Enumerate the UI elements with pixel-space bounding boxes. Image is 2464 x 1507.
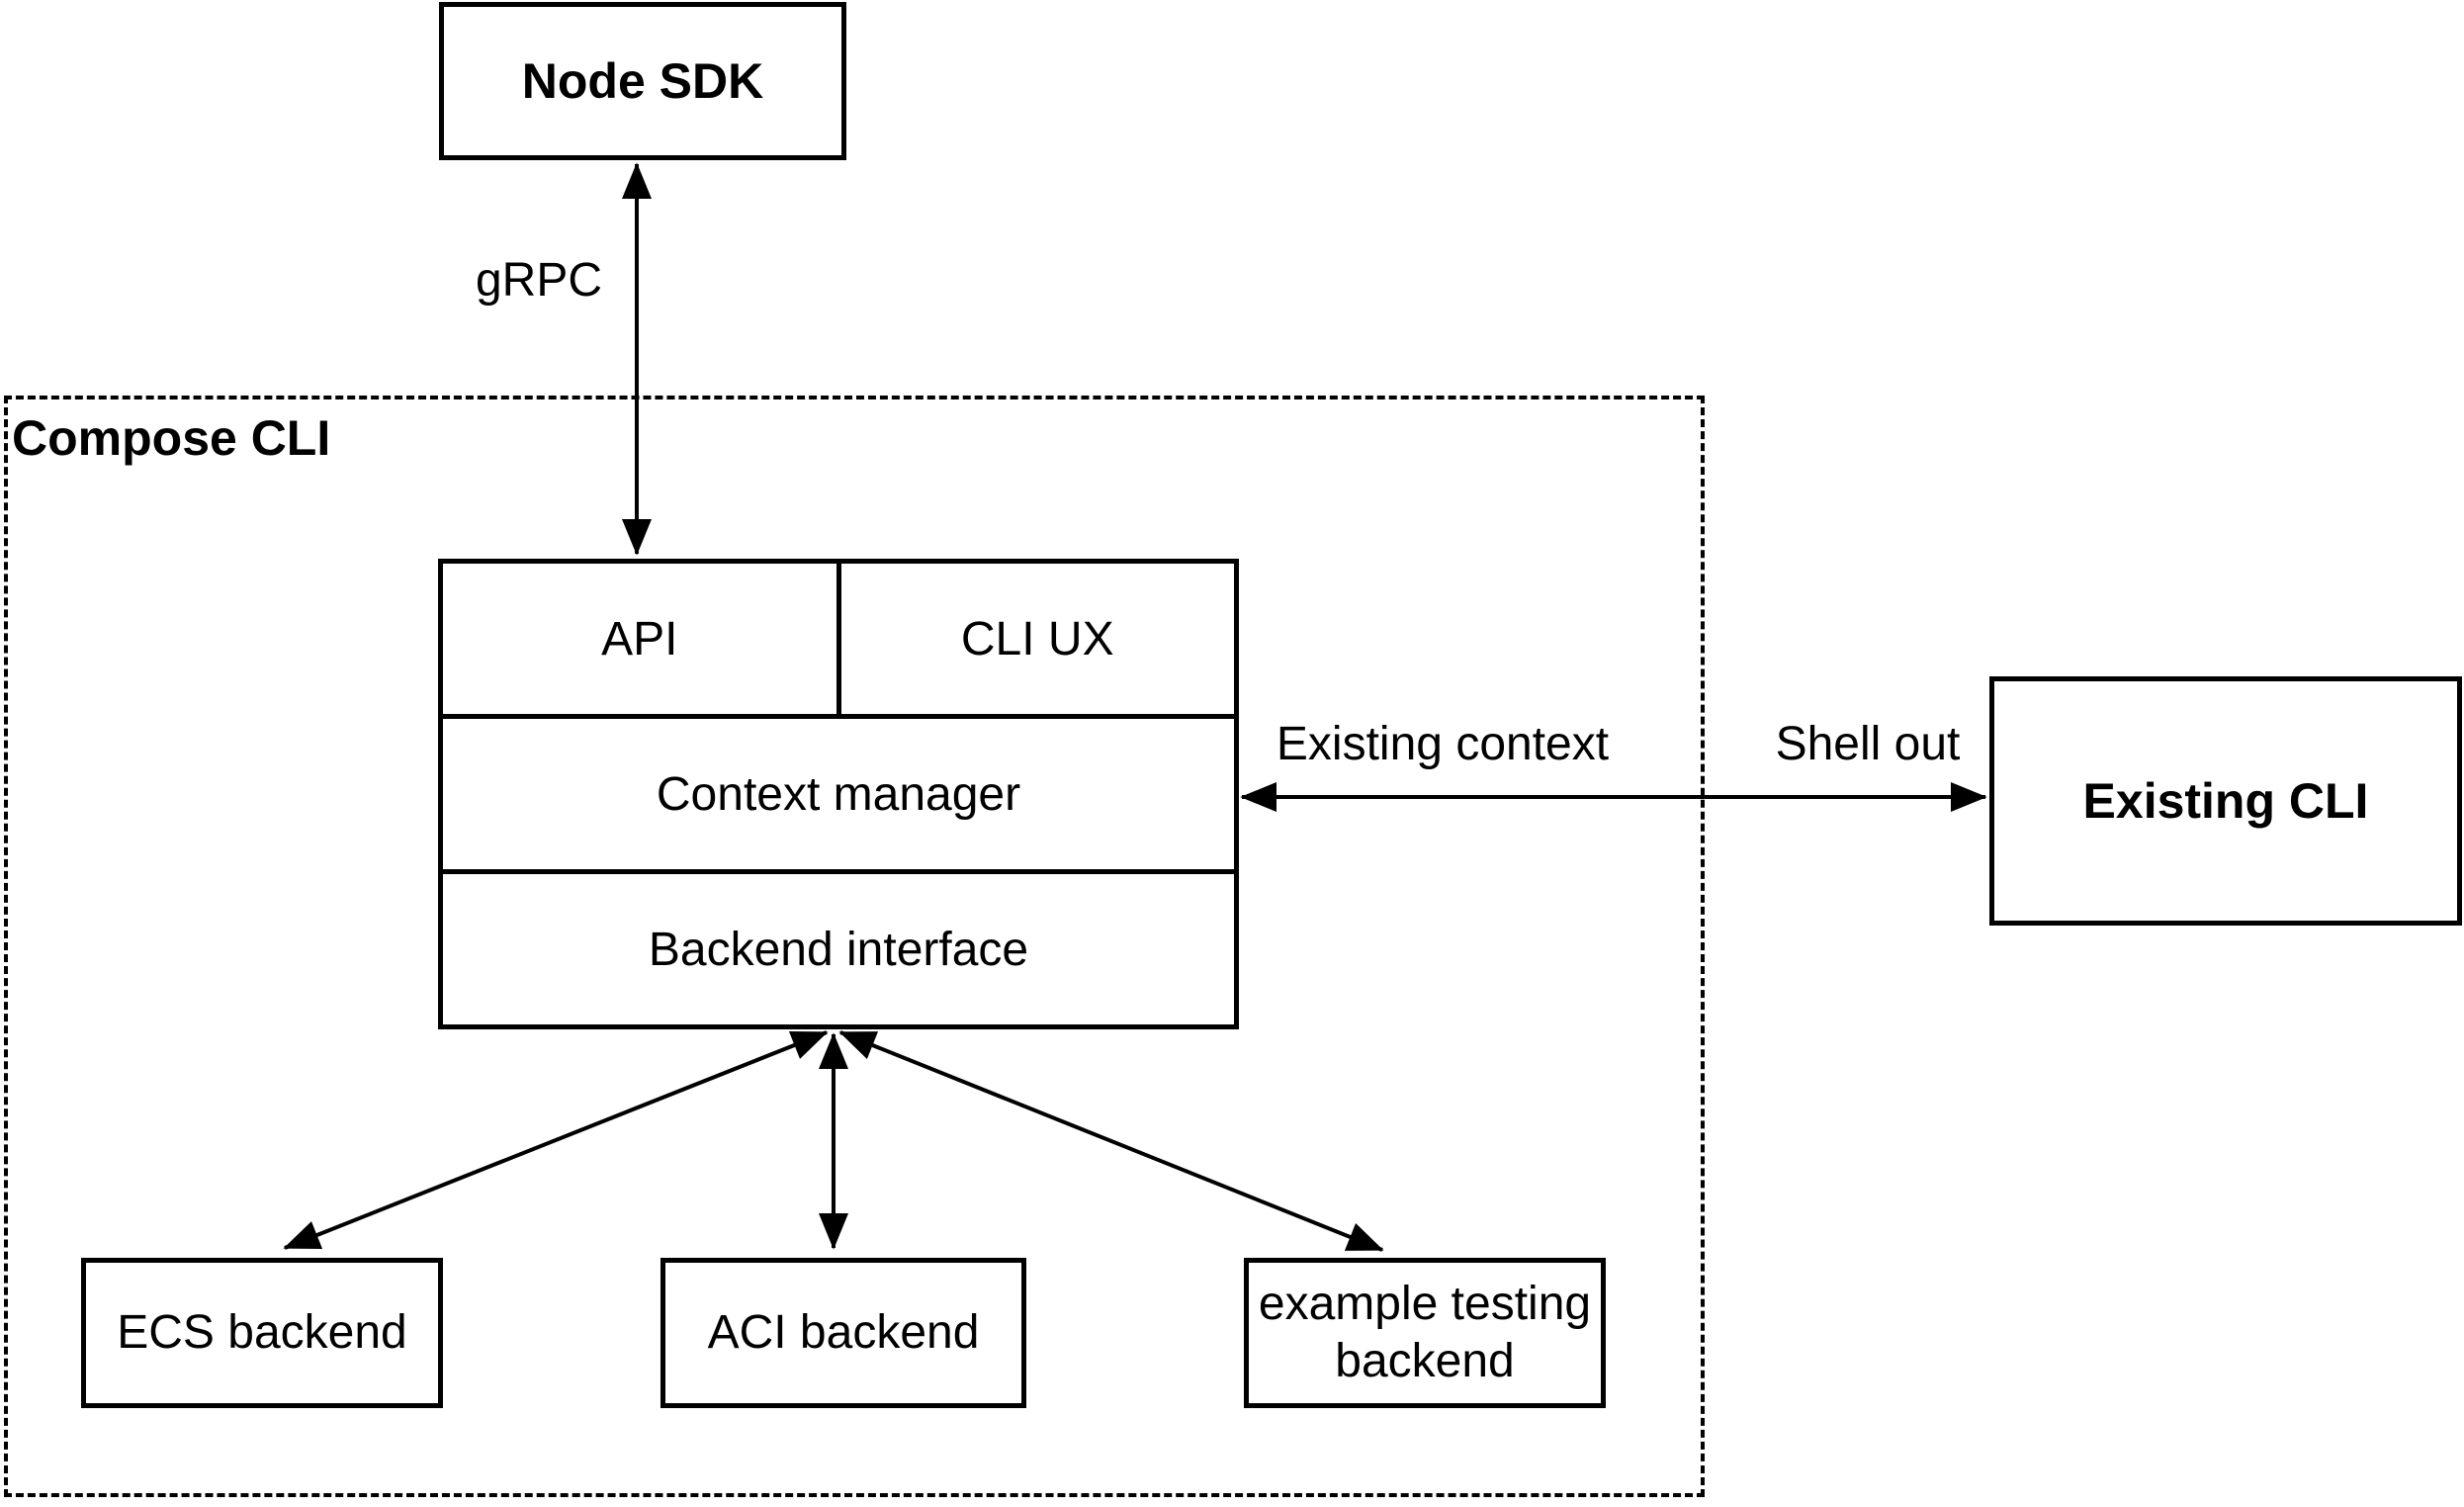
shell-out-edge-label: Shell out [1775,718,1961,770]
existing-cli-box: Existing CLI [1989,676,2462,926]
api-label: API [601,612,678,665]
api-cell: API [443,564,836,714]
context-manager-label: Context manager [656,767,1021,821]
compose-cli-stack: API CLI UX Context manager Backend inter… [438,559,1239,1029]
existing-cli-label: Existing CLI [2082,773,2369,829]
node-sdk-box: Node SDK [439,2,846,160]
compose-cli-label: Compose CLI [12,410,331,466]
existing-context-edge-label: Existing context [1276,718,1610,770]
ecs-backend-label: ECS backend [117,1306,407,1360]
aci-backend-label: ACI backend [707,1306,980,1360]
backend-interface-cell: Backend interface [443,869,1234,1024]
ecs-backend-box: ECS backend [81,1258,443,1408]
cli-ux-cell: CLI UX [836,564,1235,714]
example-testing-backend-box: example testing backend [1244,1258,1606,1408]
context-manager-cell: Context manager [443,714,1234,869]
compose-cli-container [4,396,1705,1497]
backend-interface-label: Backend interface [648,923,1029,976]
stack-row-top: API CLI UX [443,564,1234,714]
aci-backend-box: ACI backend [660,1258,1026,1408]
grpc-edge-label: gRPC [475,254,603,307]
example-testing-backend-label: example testing backend [1258,1278,1592,1387]
cli-ux-label: CLI UX [960,612,1114,665]
node-sdk-label: Node SDK [521,53,764,109]
